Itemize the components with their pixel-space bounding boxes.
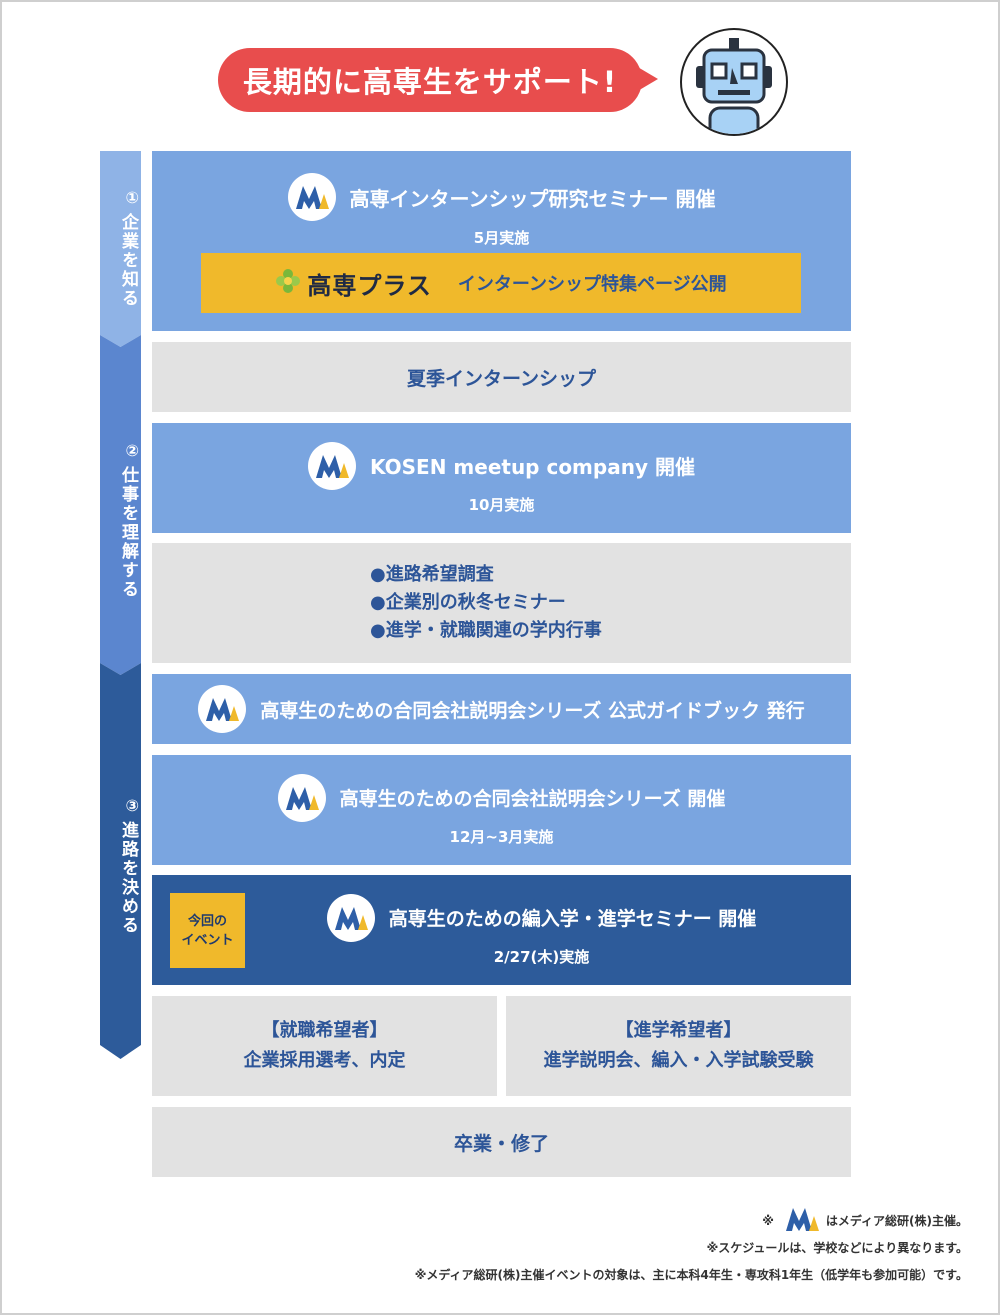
internship-seminar-date: 5月実施 bbox=[473, 229, 530, 247]
stage-1-number: ① bbox=[125, 188, 141, 207]
guidebook-title: 高専生のための合同会社説明会シリーズ 公式ガイドブック 発行 bbox=[260, 699, 805, 722]
meetup-box: KOSEN meetup company 開催 10月実施 bbox=[152, 423, 851, 533]
job-seekers-text: 企業採用選考、内定 bbox=[243, 1050, 406, 1071]
kosen-plus-brand: 高専プラス bbox=[307, 271, 432, 300]
media-souken-logo-icon bbox=[326, 893, 375, 942]
note-schedule: ※スケジュールは、学校などにより異なります。 bbox=[706, 1241, 968, 1255]
meetup-title: KOSEN meetup company 開催 bbox=[370, 455, 695, 479]
bubble-tail bbox=[636, 66, 658, 92]
kosen-plus-banner: 高専プラス インターンシップ特集ページ公開 bbox=[201, 253, 801, 313]
bubble-text: 長期的に高専生をサポート! bbox=[242, 65, 618, 99]
list-item: ●進路希望調査 bbox=[370, 564, 494, 585]
note-organizer-text: はメディア総研(株)主催。 bbox=[825, 1214, 968, 1228]
list-item: ●企業別の秋冬セミナー bbox=[370, 592, 566, 613]
guidebook-box: 高専生のための合同会社説明会シリーズ 公式ガイドブック 発行 bbox=[152, 674, 851, 744]
job-seekers-heading: 【就職希望者】 bbox=[261, 1020, 388, 1041]
note-mark: ※ bbox=[762, 1213, 774, 1228]
stage-bar bbox=[100, 151, 141, 1059]
career-activities-box: ●進路希望調査 ●企業別の秋冬セミナー ●進学・就職関連の学内行事 bbox=[152, 543, 851, 663]
list-item: ●進学・就職関連の学内行事 bbox=[370, 620, 602, 641]
stage-1-text: 企業を知る bbox=[118, 213, 138, 308]
stage-1-label: ① 企業を知る bbox=[100, 183, 141, 313]
further-study-text: 進学説明会、編入・入学試験受験 bbox=[543, 1050, 814, 1071]
transfer-seminar-date: 2/27(木)実施 bbox=[493, 947, 590, 966]
stage-2-label: ② 仕事を理解する bbox=[100, 440, 141, 600]
stage-2-text: 仕事を理解する bbox=[118, 466, 138, 599]
joint-fair-box: 高専生のための合同会社説明会シリーズ 開催 12月~3月実施 bbox=[152, 755, 851, 865]
summer-internship-text: 夏季インターンシップ bbox=[406, 367, 597, 390]
support-speech-bubble: 長期的に高専生をサポート! bbox=[218, 48, 642, 112]
note-organizer: ※ はメディア総研(株)主催。 bbox=[762, 1206, 968, 1235]
media-souken-logo-icon bbox=[287, 173, 336, 221]
kosen-plus-description: インターンシップ特集ページ公開 bbox=[457, 274, 727, 295]
graduation-text: 卒業・修了 bbox=[453, 1132, 549, 1155]
badge-line-1: 今回の bbox=[187, 913, 227, 929]
stage-3-label: ③ 進路を決める bbox=[100, 795, 141, 935]
graduation-box: 卒業・修了 bbox=[152, 1107, 851, 1177]
robot-icon bbox=[680, 28, 788, 136]
stage-3-text: 進路を決める bbox=[118, 820, 138, 935]
media-souken-logo-icon bbox=[277, 773, 326, 822]
transfer-seminar-box: 高専生のための編入学・進学セミナー 開催 2/27(木)実施 bbox=[152, 875, 851, 985]
media-souken-logo-icon bbox=[784, 1206, 820, 1235]
joint-fair-date: 12月~3月実施 bbox=[449, 827, 554, 846]
badge-line-2: イベント bbox=[181, 932, 234, 948]
stage-3-number: ③ bbox=[125, 795, 141, 815]
joint-fair-title: 高専生のための合同会社説明会シリーズ 開催 bbox=[339, 788, 726, 810]
meetup-date: 10月実施 bbox=[468, 495, 535, 514]
current-event-badge: 今回の イベント bbox=[170, 893, 245, 968]
media-souken-logo-icon bbox=[198, 685, 247, 733]
further-study-box: 【進学希望者】 進学説明会、編入・入学試験受験 bbox=[506, 996, 851, 1096]
transfer-seminar-title: 高専生のための編入学・進学セミナー 開催 bbox=[388, 908, 757, 930]
media-souken-logo-icon bbox=[308, 441, 357, 490]
further-study-heading: 【進学希望者】 bbox=[615, 1020, 742, 1041]
note-target: ※メディア総研(株)主催イベントの対象は、主に本科4年生・専攻科1年生（低学年も… bbox=[414, 1268, 968, 1282]
summer-internship-box: 夏季インターンシップ bbox=[152, 342, 851, 412]
stage-2-number: ② bbox=[125, 441, 141, 460]
job-seekers-box: 【就職希望者】 企業採用選考、内定 bbox=[152, 996, 497, 1096]
kosen-plus-leaf-icon bbox=[275, 268, 301, 298]
internship-seminar-title: 高専インターンシップ研究セミナー 開催 bbox=[349, 186, 716, 211]
